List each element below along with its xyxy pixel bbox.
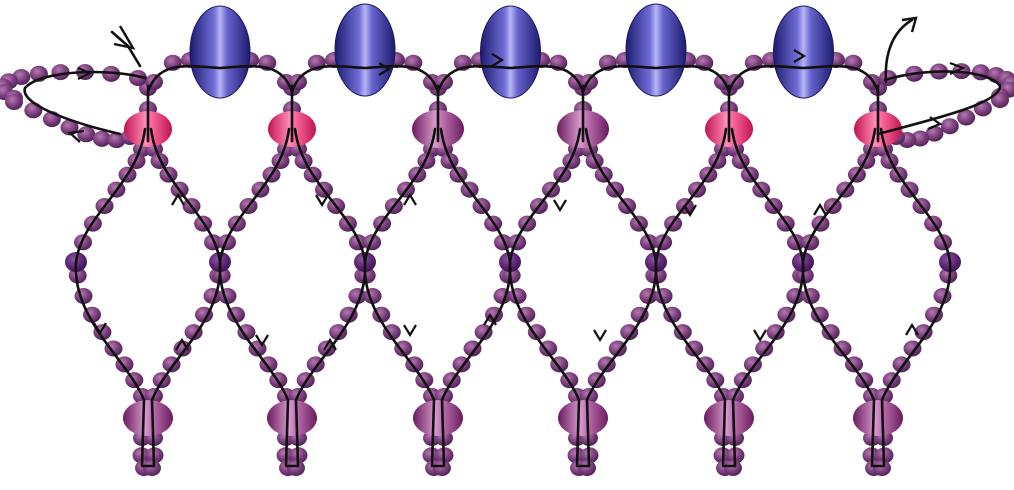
blue-oval-bead — [189, 5, 251, 99]
arrow-head-icon — [553, 199, 567, 213]
arrow-head-icon — [93, 322, 107, 336]
seed-bead — [317, 340, 336, 357]
arrow-head-icon — [683, 204, 697, 218]
arrow-head-icon — [905, 322, 919, 336]
seed-bead — [74, 234, 92, 251]
seed-bead — [539, 340, 558, 357]
seed-bead — [184, 324, 203, 341]
thread-diamond-loop — [218, 127, 367, 468]
seed-bead — [218, 234, 236, 251]
seed-bead — [821, 324, 840, 341]
thread-diamond-loop — [74, 127, 222, 468]
blue-oval-bead — [773, 5, 834, 99]
seed-bead — [102, 65, 121, 82]
seed-bead — [957, 109, 976, 126]
seed-bead — [5, 94, 23, 110]
arrow-head-icon — [813, 202, 827, 216]
seed-bead — [724, 460, 742, 476]
seed-bead — [934, 234, 952, 251]
seed-bead — [382, 324, 401, 341]
thread-top-arch — [581, 64, 731, 94]
arrow-head-icon — [927, 116, 943, 131]
thread-top-arch — [290, 64, 440, 94]
seed-bead — [654, 234, 673, 251]
arrow-head-icon — [403, 192, 417, 206]
seed-bead — [940, 118, 959, 135]
bottom-rondelle-bead — [267, 400, 317, 436]
bottom-rondelle-bead — [558, 400, 608, 436]
arrow-head-icon — [901, 16, 918, 33]
seed-bead — [474, 324, 493, 341]
arrow-head-icon — [403, 324, 417, 338]
thread-left-loop — [23, 70, 147, 136]
seed-bead — [24, 102, 43, 119]
arrow-head-icon — [315, 194, 329, 208]
seed-bead — [991, 92, 1009, 108]
blue-oval-bead — [334, 3, 396, 97]
seed-bead — [508, 234, 527, 251]
arrow-head-icon — [323, 337, 337, 351]
arrow-head-icon — [77, 66, 93, 80]
arrow-head-icon — [949, 61, 966, 75]
seed-bead — [673, 324, 692, 341]
seed-bead — [237, 324, 256, 341]
seed-bead — [433, 460, 451, 476]
thread-diamond-loop — [654, 127, 805, 468]
thread-top-arch — [436, 64, 585, 94]
seed-bead — [494, 234, 512, 251]
seed-bead — [92, 130, 111, 147]
thread-path — [23, 16, 1002, 468]
seed-bead — [578, 460, 596, 476]
seed-bead — [755, 340, 774, 357]
thread-diamond-loop — [508, 127, 658, 468]
thread-end — [884, 18, 914, 84]
seed-bead — [204, 234, 222, 251]
feature-beads — [123, 3, 903, 436]
seed-bead — [766, 324, 785, 341]
bottom-rondelle-bead — [123, 400, 173, 436]
seed-bead — [873, 460, 891, 476]
thread-right-loop — [876, 70, 1002, 136]
thread-top-arch — [146, 64, 294, 94]
thread-top-arch — [727, 64, 880, 94]
seed-bead — [608, 340, 627, 357]
seed-bead — [287, 460, 305, 476]
arrow-head-icon — [113, 25, 136, 50]
bottom-rondelle-bead — [853, 400, 903, 436]
bottom-rondelle-bead — [704, 400, 754, 436]
seed-bead — [143, 460, 161, 476]
bottom-rondelle-bead — [413, 400, 463, 436]
seed-bead — [348, 234, 367, 251]
thread-diamond-loop — [801, 127, 952, 468]
arrow-head-icon — [378, 62, 392, 76]
seed-bead — [914, 324, 933, 341]
arrow-head-icon — [753, 329, 767, 343]
blue-oval-bead — [480, 5, 541, 99]
seed-bead — [107, 132, 126, 149]
seed-bead — [925, 125, 944, 142]
arrow-head-icon — [793, 49, 807, 63]
arrow-head-icon — [175, 337, 189, 351]
seed-bead — [833, 340, 852, 357]
seed-bead — [394, 340, 413, 357]
arrow-head-icon — [255, 334, 269, 348]
thread-diamond-loop — [363, 127, 512, 468]
arrow-head-icon — [491, 53, 505, 67]
seed-bead — [685, 340, 704, 357]
seed-bead — [620, 324, 639, 341]
seed-bead — [77, 126, 96, 143]
seed-bead — [363, 234, 382, 251]
seed-bead — [639, 234, 658, 251]
blue-oval-bead — [625, 3, 687, 97]
seed-bead — [329, 324, 348, 341]
arrow-head-icon — [171, 192, 185, 206]
seed-bead — [527, 324, 546, 341]
arrow-head-icon — [593, 329, 607, 343]
arrow-head-icon — [483, 312, 497, 326]
arrow-head-icon — [67, 129, 85, 143]
